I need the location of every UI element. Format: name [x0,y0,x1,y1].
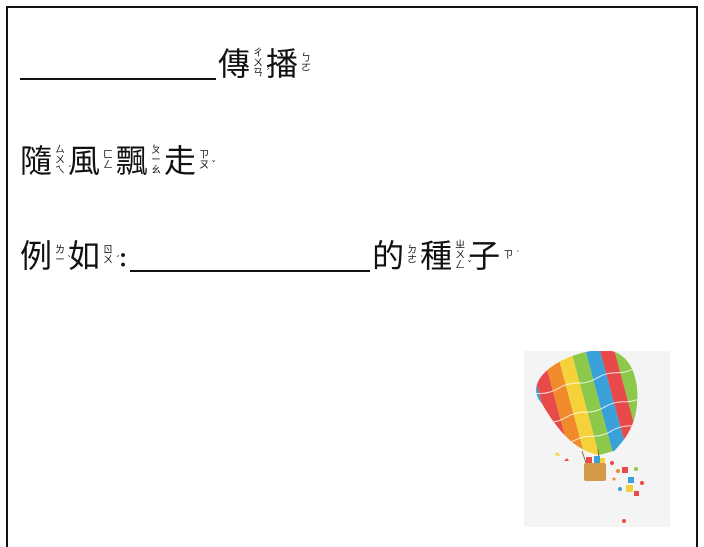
hanzi-char: 風 [68,142,101,180]
zhuyin-annotation: ㄗ˙ [503,250,521,261]
word-unit: 風 ㄈ ㄥ [68,145,114,177]
hanzi-char: 例 [20,237,53,275]
hanzi-char: 種 [420,237,453,275]
hanzi-char: 隨 [20,142,53,180]
hanzi-char: 如 [68,237,101,275]
hanzi-char: 傳 [218,45,251,83]
colon: : [118,239,129,274]
zhuyin-annotation: ㄅ ㄛ [301,53,312,74]
word-unit: 飄 ㄆ ㄧ ㄠ [116,145,162,177]
word-unit: 的 ㄉ ㄜ˙ [372,237,425,275]
hanzi-char: 播 [266,45,299,83]
zhuyin-annotation: ㄈ ㄥ [103,150,114,171]
zhuyin-annotation: ㄉ ㄜ˙ [407,245,425,266]
hot-air-balloon-icon [529,341,653,523]
hanzi-char: 飄 [116,142,149,180]
zhuyin-annotation: ㄆ ㄧ ㄠ [151,145,162,176]
hanzi-char: 子 [468,237,501,275]
answer-blank-2[interactable] [130,240,371,272]
answer-blank-1[interactable] [20,48,216,80]
hot-air-balloon-image [524,341,670,527]
word-unit: 子 ㄗ˙ [468,237,521,275]
worksheet-frame [6,6,698,547]
word-unit: 播 ㄅ ㄛ [266,48,312,80]
hanzi-char: 的 [372,237,405,275]
hanzi-char: 走 [164,142,197,180]
